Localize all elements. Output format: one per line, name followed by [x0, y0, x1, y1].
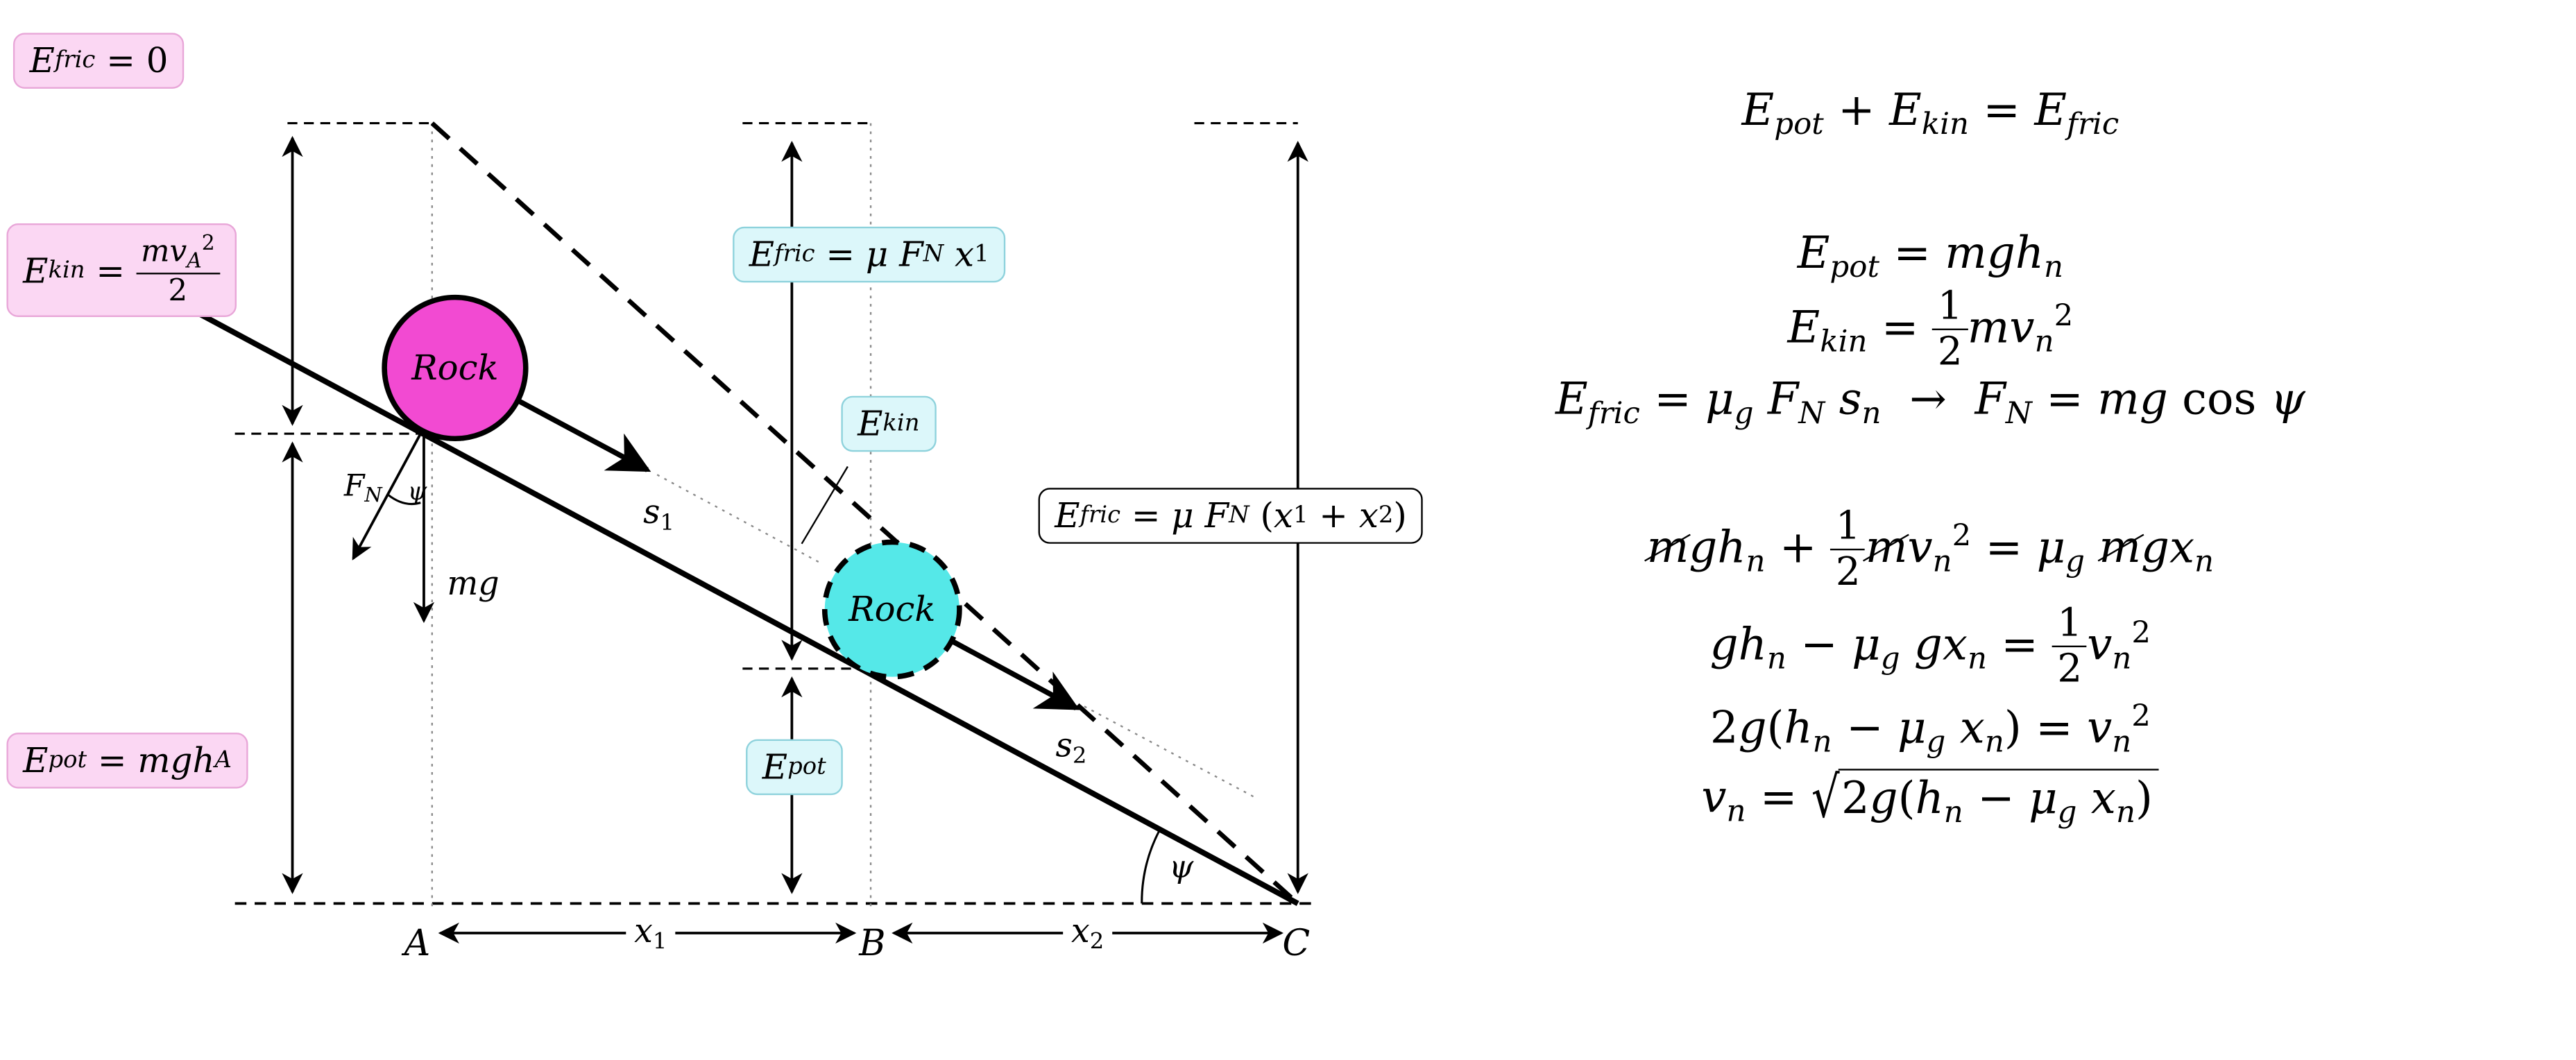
angle-arc-contact [386, 493, 421, 506]
equation-v-squared: 2g(hn − μg xn) = vn2 [1709, 699, 2151, 760]
normal-force-arrow [352, 433, 422, 561]
rock-start-label: Rock [411, 348, 499, 388]
velocity-arrow-start [508, 393, 651, 472]
angle-contact-label: ψ [407, 476, 427, 506]
incline-line [182, 302, 1299, 906]
x2-label: x2 [1063, 910, 1113, 956]
equation-efric-def: Efric = μg FN sn → FN = mg cos ψ [1555, 374, 2305, 431]
s2-label: s2 [1055, 725, 1087, 770]
weight-label: mg [447, 563, 500, 604]
ekin-callout-line [801, 465, 848, 545]
equation-v-final: vn = √2g(hn − μg xn) [1519, 765, 2341, 830]
point-C-label: C [1282, 924, 1311, 966]
rock-moving-circle [821, 539, 962, 680]
angle-base-label: ψ [1168, 849, 1194, 886]
x1-label: x1 [626, 910, 676, 956]
angle-arc-base [1141, 829, 1161, 904]
point-A-label: A [404, 924, 431, 966]
equation-conservation: Epot + Ekin = Efric [1741, 85, 2119, 142]
velocity-arrow-moving [950, 638, 1080, 710]
rock-start-circle [382, 294, 529, 442]
rock-moving-label: Rock [848, 590, 936, 629]
path-dotted-segment-1 [656, 474, 822, 565]
path-dotted-segment-2 [1084, 706, 1258, 799]
equation-epot-def: Epot = mghn [1797, 228, 2064, 285]
derivation-panel: Epot + Ekin = Efric Epot = mghn Ekin = 1… [1519, 0, 2341, 1059]
s1-label: s1 [643, 492, 674, 537]
point-B-label: B [859, 924, 886, 966]
frictionless-trajectory-dashed-line [430, 121, 1299, 905]
normal-force-label: FN [343, 469, 382, 507]
